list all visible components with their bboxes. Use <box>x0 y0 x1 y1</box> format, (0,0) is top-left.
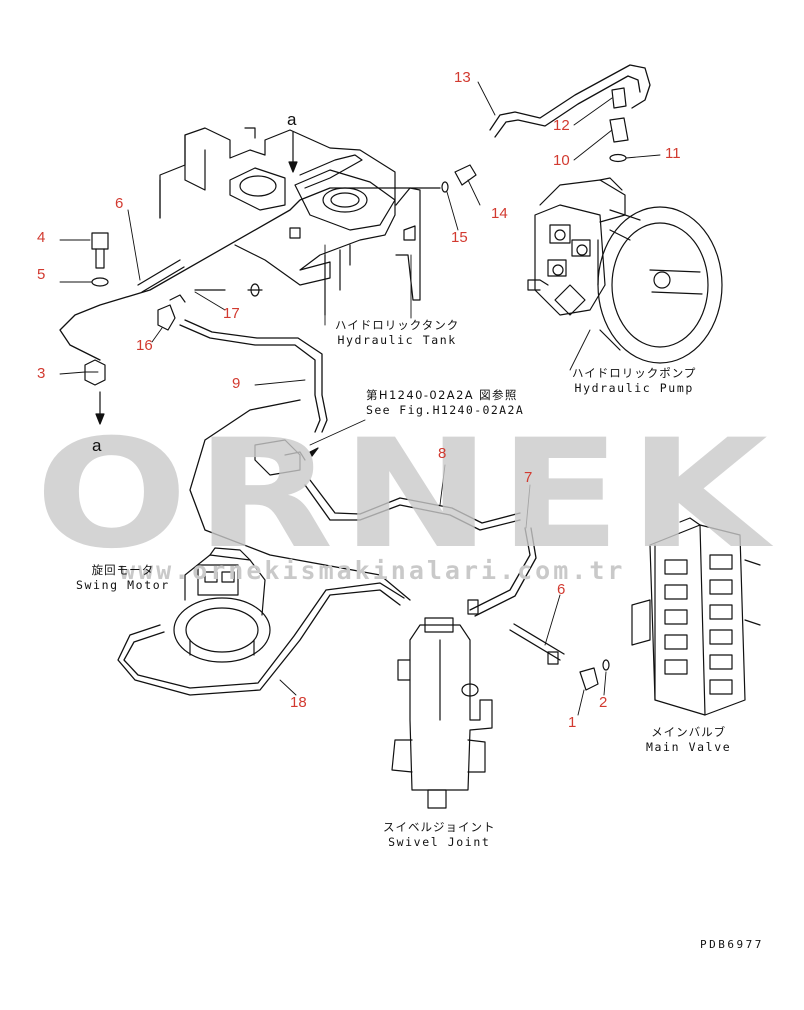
callout-18: 18 <box>290 694 307 711</box>
hoses <box>59 64 651 696</box>
swivel-joint-label-jp: スイベルジョイント <box>383 820 496 834</box>
callout-7: 7 <box>524 469 533 486</box>
swing-motor-label-jp: 旋回モータ <box>91 563 155 577</box>
watermark-logo: ÖRNEK <box>35 428 775 558</box>
callout-15: 15 <box>451 229 468 246</box>
hydraulic-pump-label: ハイドロリックポンプ Hydraulic Pump <box>572 366 696 396</box>
callout-3: 3 <box>37 365 46 382</box>
main-valve-label: メインバルブ Main Valve <box>646 725 731 755</box>
callout-10: 10 <box>553 152 570 169</box>
callout-2: 2 <box>599 694 608 711</box>
callout-1: 1 <box>568 714 577 731</box>
callout-13: 13 <box>454 69 471 86</box>
marker-a-bottom: a <box>92 436 102 455</box>
hydraulic-pump-label-en: Hydraulic Pump <box>574 381 694 395</box>
swivel-joint-label-en: Swivel Joint <box>388 835 491 849</box>
marker-a-top: a <box>287 110 297 129</box>
hydraulic-tank-label-en: Hydraulic Tank <box>337 333 457 347</box>
callout-12: 12 <box>553 117 570 134</box>
callout-4: 4 <box>37 229 46 246</box>
figure-reference-jp: 第H1240-02A2A 図参照 <box>366 388 518 402</box>
main-valve-label-jp: メインバルブ <box>651 725 727 739</box>
swing-motor-label: 旋回モータ Swing Motor <box>76 563 170 593</box>
swing-motor-label-en: Swing Motor <box>76 578 170 592</box>
main-valve-drawing <box>631 517 761 716</box>
callout-8: 8 <box>438 445 447 462</box>
hydraulic-pump-drawing <box>527 177 723 364</box>
leader-lines <box>59 81 661 716</box>
hydraulic-tank-label: ハイドロリックタンク Hydraulic Tank <box>335 318 459 348</box>
figure-reference-en: See Fig.H1240-02A2A <box>366 403 525 417</box>
swing-motor-drawing <box>173 547 271 663</box>
small-parts <box>84 87 629 691</box>
watermark-url: www.ornekismakinalari.com.tr <box>120 556 626 585</box>
callout-5: 5 <box>37 266 46 283</box>
callout-17: 17 <box>223 305 240 322</box>
swivel-joint-drawing <box>391 617 493 809</box>
swivel-joint-label: スイベルジョイント Swivel Joint <box>383 820 496 850</box>
callout-9: 9 <box>232 375 241 392</box>
marker-arrows <box>95 131 319 457</box>
main-valve-label-en: Main Valve <box>646 740 732 754</box>
callout-11: 11 <box>665 145 681 162</box>
watermark-text: ÖRNEK <box>35 428 775 558</box>
callout-14: 14 <box>491 205 508 222</box>
callout-6-upper: 6 <box>115 195 124 212</box>
drawing-code: PDB6977 <box>700 938 764 951</box>
callout-16: 16 <box>136 337 153 354</box>
hydraulic-tank-drawing <box>159 127 421 316</box>
callout-6-lower: 6 <box>557 581 566 598</box>
hydraulic-tank-label-jp: ハイドロリックタンク <box>335 318 460 332</box>
figure-reference: 第H1240-02A2A 図参照 See Fig.H1240-02A2A <box>366 388 524 418</box>
hydraulic-pump-label-jp: ハイドロリックポンプ <box>572 366 697 380</box>
